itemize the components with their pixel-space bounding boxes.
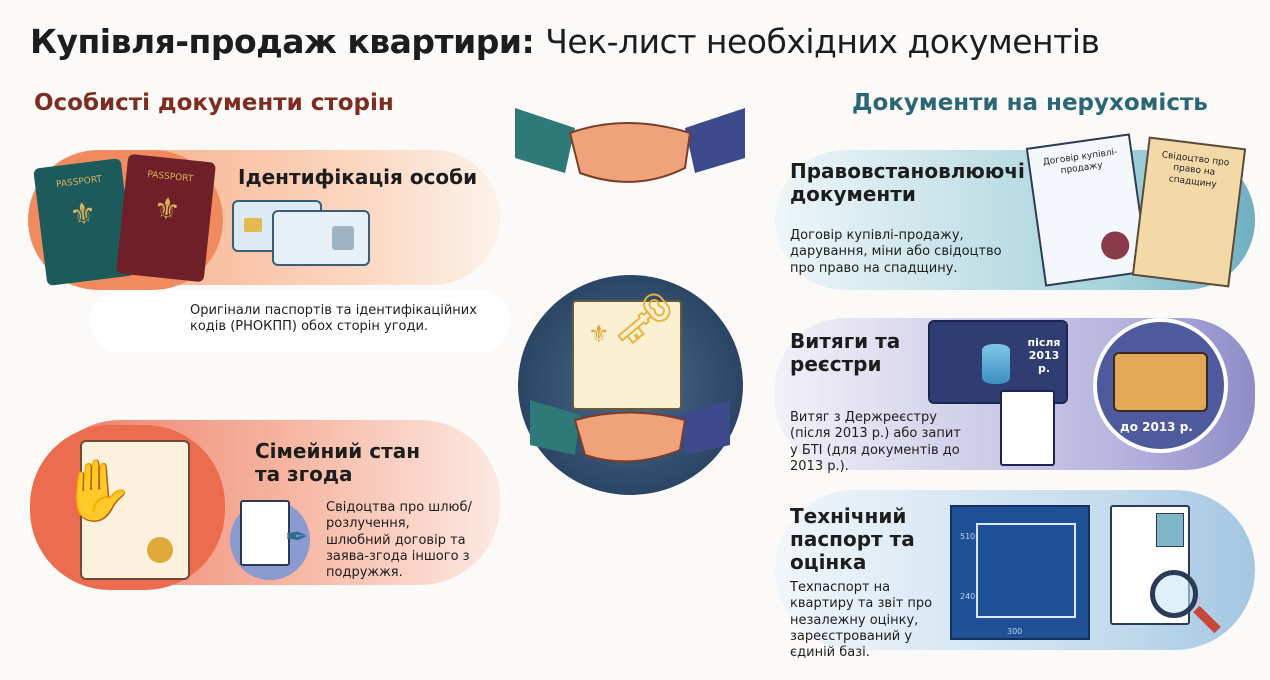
tech-passport-title: Технічний паспорт та оцінка [790, 504, 915, 574]
family-title: Сімейний стан та згода [255, 439, 421, 486]
extract-document-icon [1000, 390, 1055, 466]
identity-title: Ідентифікація особи [238, 165, 478, 189]
folder-icon [1113, 352, 1208, 412]
dimension-label: 240 [960, 592, 976, 601]
key-icon: 🗝 [612, 290, 676, 348]
passport-label: PASSPORT [55, 174, 103, 191]
document-icon [80, 440, 190, 580]
magnifier-icon [1150, 570, 1198, 618]
floor-plan-icon: 510 240 300 [950, 505, 1090, 640]
pen-icon: ✒ [285, 520, 309, 553]
sale-contract-icon: Договір купівлі-продажу [1025, 133, 1150, 287]
inheritance-cert-icon: Свідоцтво про право на спадщину [1131, 136, 1247, 288]
title-part2: Чек-лист необхідних документів [545, 22, 1100, 61]
registry-title: Витяги та реєстри [790, 329, 901, 376]
center-handshake-icon [530, 390, 730, 470]
dimension-label: 510 [960, 532, 976, 541]
hands-icon: ✋ [60, 456, 135, 526]
passport-icon: PASSPORT⚜ [115, 153, 217, 283]
deed-icon: ⚜ [572, 300, 682, 410]
page-title: Купівля-продаж квартири: Чек-лист необхі… [30, 22, 1100, 61]
database-icon [982, 344, 1010, 384]
registry-text: Витяг з Держреєстру (після 2013 р.) або … [790, 410, 961, 474]
after-2013-label: після 2013 р. [1027, 336, 1061, 376]
calculator-icon [1156, 513, 1184, 547]
before-2013-label: до 2013 р. [1120, 420, 1193, 434]
identity-text-box [90, 290, 510, 352]
title-docs-text: Договір купівлі-продажу, дарування, міни… [790, 228, 1002, 276]
title-part1: Купівля-продаж квартири: [30, 22, 535, 61]
left-heading: Особисті документи сторін [34, 90, 394, 116]
tech-passport-text: Техпаспорт на квартиру та звіт про незал… [790, 580, 933, 660]
passport-label: PASSPORT [146, 169, 194, 185]
family-text: Свідоцтва про шлюб/розлучення, шлюбний д… [326, 500, 472, 580]
inheritance-cert-label: Свідоцтво про право на спадщину [1161, 150, 1230, 190]
id-card-icon [272, 210, 370, 266]
sale-contract-label: Договір купівлі-продажу [1042, 147, 1119, 177]
contract-icon [240, 500, 290, 566]
dimension-label: 300 [1007, 627, 1023, 636]
title-docs-title: Правовстановлюючі документи [790, 159, 1025, 206]
handshake-icon [515, 88, 745, 198]
right-heading: Документи на нерухомість [852, 90, 1208, 116]
identity-text: Оригінали паспортів та ідентифікаційних … [190, 303, 477, 335]
